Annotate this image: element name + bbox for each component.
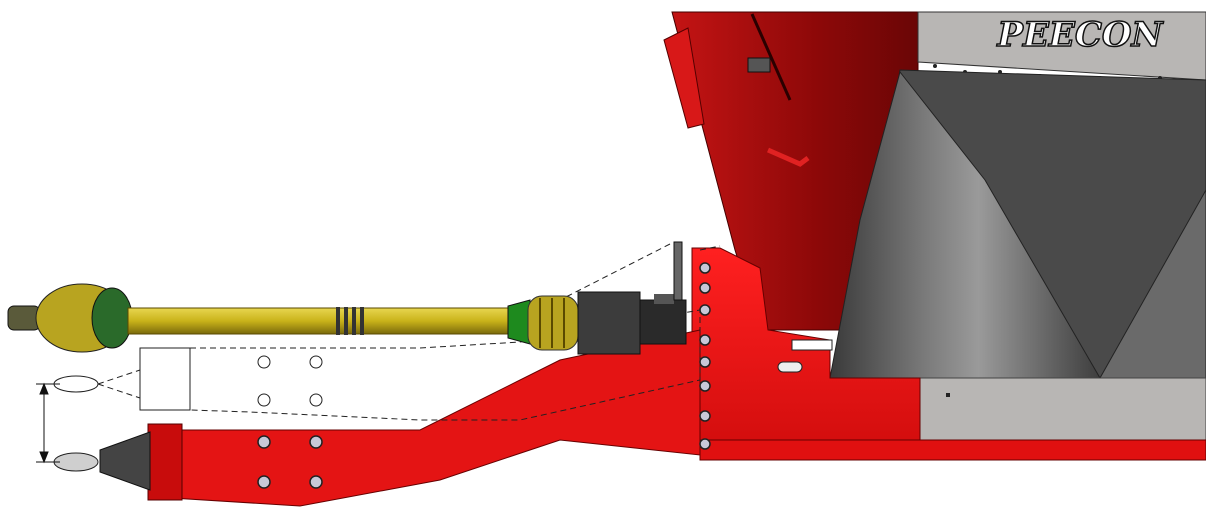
drawbar-arm [171,329,701,507]
gearbox-mount [639,299,687,345]
hopper-gray-panel [917,11,1206,81]
drawbar-bracket [147,423,183,501]
ghost-hitch [53,375,99,393]
gearbox [577,291,641,355]
height-dimension [36,382,60,464]
bottom-beam [699,439,1206,461]
pto-end-spline [7,305,41,331]
ghost-arm [189,309,701,421]
bellows-ribs [539,298,565,348]
pto-bands [336,307,364,335]
hopper-latch [747,57,771,73]
pto-shaft [127,307,515,335]
panel-marker [946,393,950,397]
pto-guard-cone [507,299,531,345]
post-pin [673,241,683,301]
drawbar-holes [257,435,323,489]
frame-slot [777,361,803,373]
hitch-eye [53,452,99,472]
ghost-bracket [139,347,191,411]
chassis [53,247,1206,507]
tub-lower-panel [919,377,1206,445]
hitch-taper [99,431,151,491]
pto-clutch-guard [91,287,133,349]
hopper-rod [766,147,810,167]
hopper-lever [750,13,792,101]
hopper-flap [663,27,705,129]
pto-driveline [7,241,687,355]
frame-slot-top [791,339,833,351]
gearbox-top [654,294,674,304]
brand-logo: PEECON [996,15,1164,55]
post-holes [699,262,711,450]
hopper: PEECON [663,11,1206,445]
